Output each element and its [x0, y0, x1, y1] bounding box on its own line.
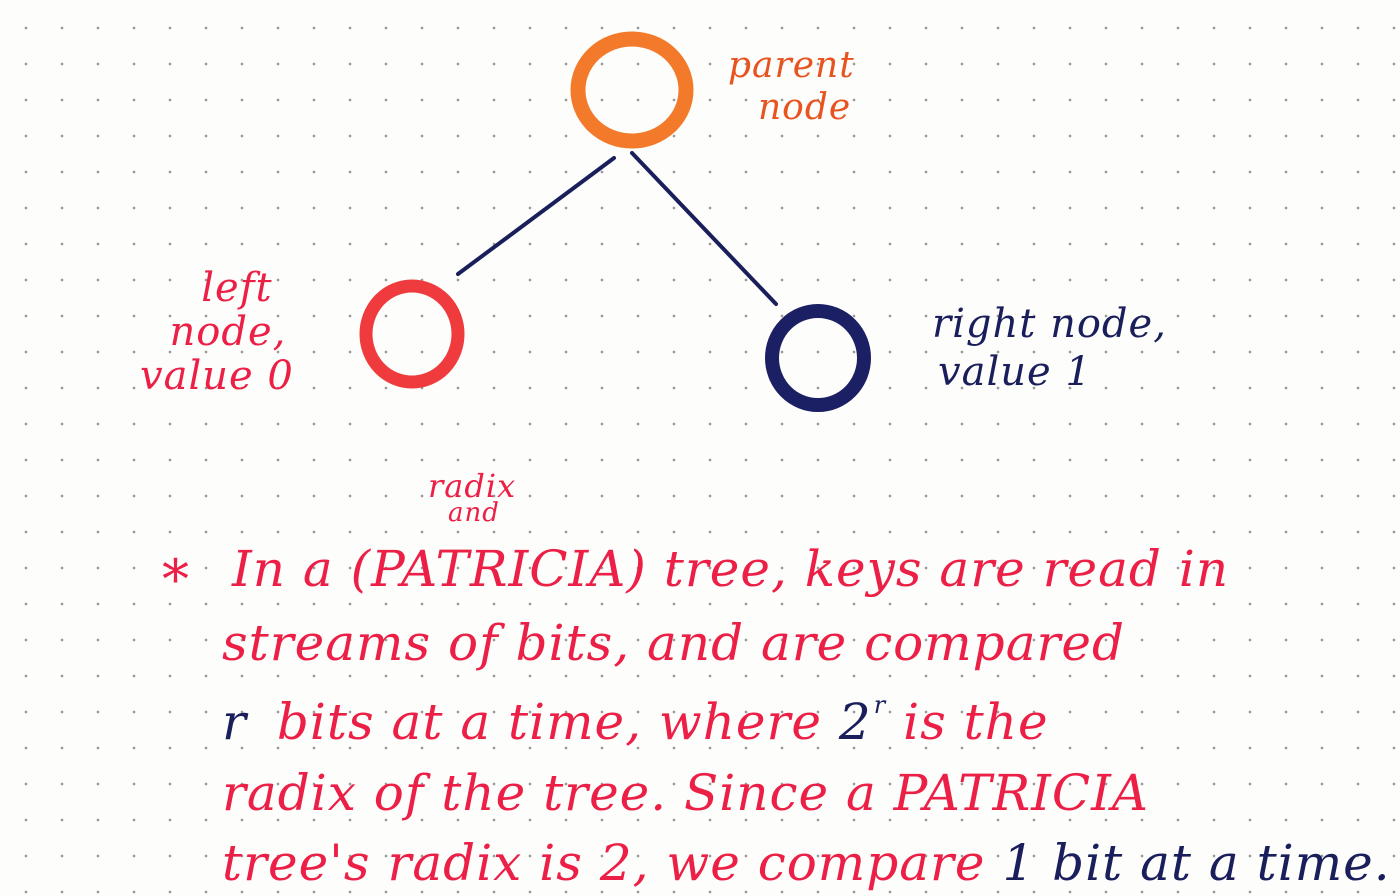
- note-line3-exponent: r: [873, 691, 887, 719]
- note-line-1: In a (PATRICIA) tree, keys are read in: [232, 544, 1229, 594]
- edge-parent-to-left: [456, 156, 616, 276]
- right-label-line2: value 1: [938, 349, 1092, 395]
- and-superscript: and: [448, 498, 500, 528]
- left-label-line2: node,: [169, 309, 287, 355]
- left-node-label: left node, value 0: [140, 268, 294, 400]
- note-line3-tail: is the: [903, 693, 1049, 751]
- note-line5-text: tree's radix is 2, we compare: [222, 834, 986, 892]
- right-label-line1: right node,: [932, 301, 1167, 347]
- radix-superscript: radix: [428, 467, 517, 505]
- note-line3-var: r: [222, 693, 247, 751]
- note-line1-before: In a: [232, 540, 334, 598]
- right-node-label: right node, value 1: [932, 304, 1167, 392]
- parent-node-label: parent node: [728, 48, 855, 126]
- left-node: [359, 279, 465, 389]
- note-line-5: tree's radix is 2, we compare 1 bit at a…: [222, 838, 1391, 888]
- note-line3-base: 2: [838, 693, 872, 751]
- note-line-2: streams of bits, and are compared: [222, 614, 1125, 672]
- parent-node: [570, 31, 694, 149]
- left-label-line1: left: [201, 265, 273, 311]
- right-node: [765, 304, 871, 412]
- asterisk-icon: *: [162, 548, 190, 611]
- note-line1-paren: (PATRICIA): [350, 540, 647, 598]
- parent-label-line2: node: [758, 87, 852, 128]
- parent-label-line1: parent: [728, 45, 855, 86]
- note-line5-navy: 1 bit at a time.: [1002, 834, 1391, 892]
- note-line3-text: bits at a time, where: [276, 693, 823, 751]
- note-line-4: radix of the tree. Since a PATRICIA: [222, 764, 1149, 822]
- edge-parent-to-right: [630, 151, 778, 306]
- left-label-line3: value 0: [140, 353, 294, 399]
- note-line1-after: tree, keys are read in: [663, 540, 1230, 598]
